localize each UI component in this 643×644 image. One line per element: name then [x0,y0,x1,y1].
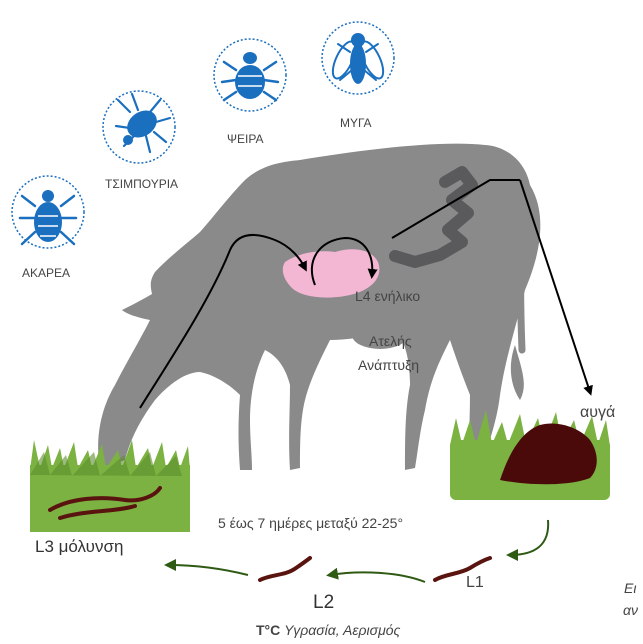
pest-label-tick: ΤΣΙΜΠΟΥΡΙΑ [105,177,178,191]
cycle-arrow-3 [168,565,248,575]
duration-label: 5 έως 7 ημέρες μεταξύ 22-25° [218,515,403,531]
tick-badge [103,91,175,163]
conditions-temperature: T°C [256,622,280,638]
pest-label-mite: ΑΚΑΡΕΑ [22,266,70,280]
fly-badge [322,22,394,94]
cycle-arrow-2 [330,572,425,582]
arrested-development-line2: Ανάπτυξη [358,357,419,373]
cycle-arrow-1 [510,520,548,555]
l1-label: L1 [466,574,484,592]
mite-badge [12,176,84,248]
louse-badge [214,39,286,111]
pest-label-louse: ΨΕΙΡΑ [227,132,263,146]
cut-text-line1: Ει [624,580,636,596]
l2-label: L2 [313,592,334,614]
conditions-label: T°C Υγρασία, Αερισμός [256,622,400,638]
arrested-development-line1: Ατελής [369,333,412,349]
conditions-humidity-aeration: Υγρασία, Αερισμός [284,622,400,638]
l4-adult-label: L4 ενήλικο [355,288,420,304]
cow-silhouette [98,144,540,470]
eggs-arrow [520,180,590,392]
l3-infection-label: L3 μόλυνση [35,537,123,557]
pest-label-fly: ΜΥΓΑ [340,116,372,130]
cut-text-line2: αν [623,602,638,618]
eggs-label: αυγά [580,404,615,422]
larva-l2 [260,558,310,580]
